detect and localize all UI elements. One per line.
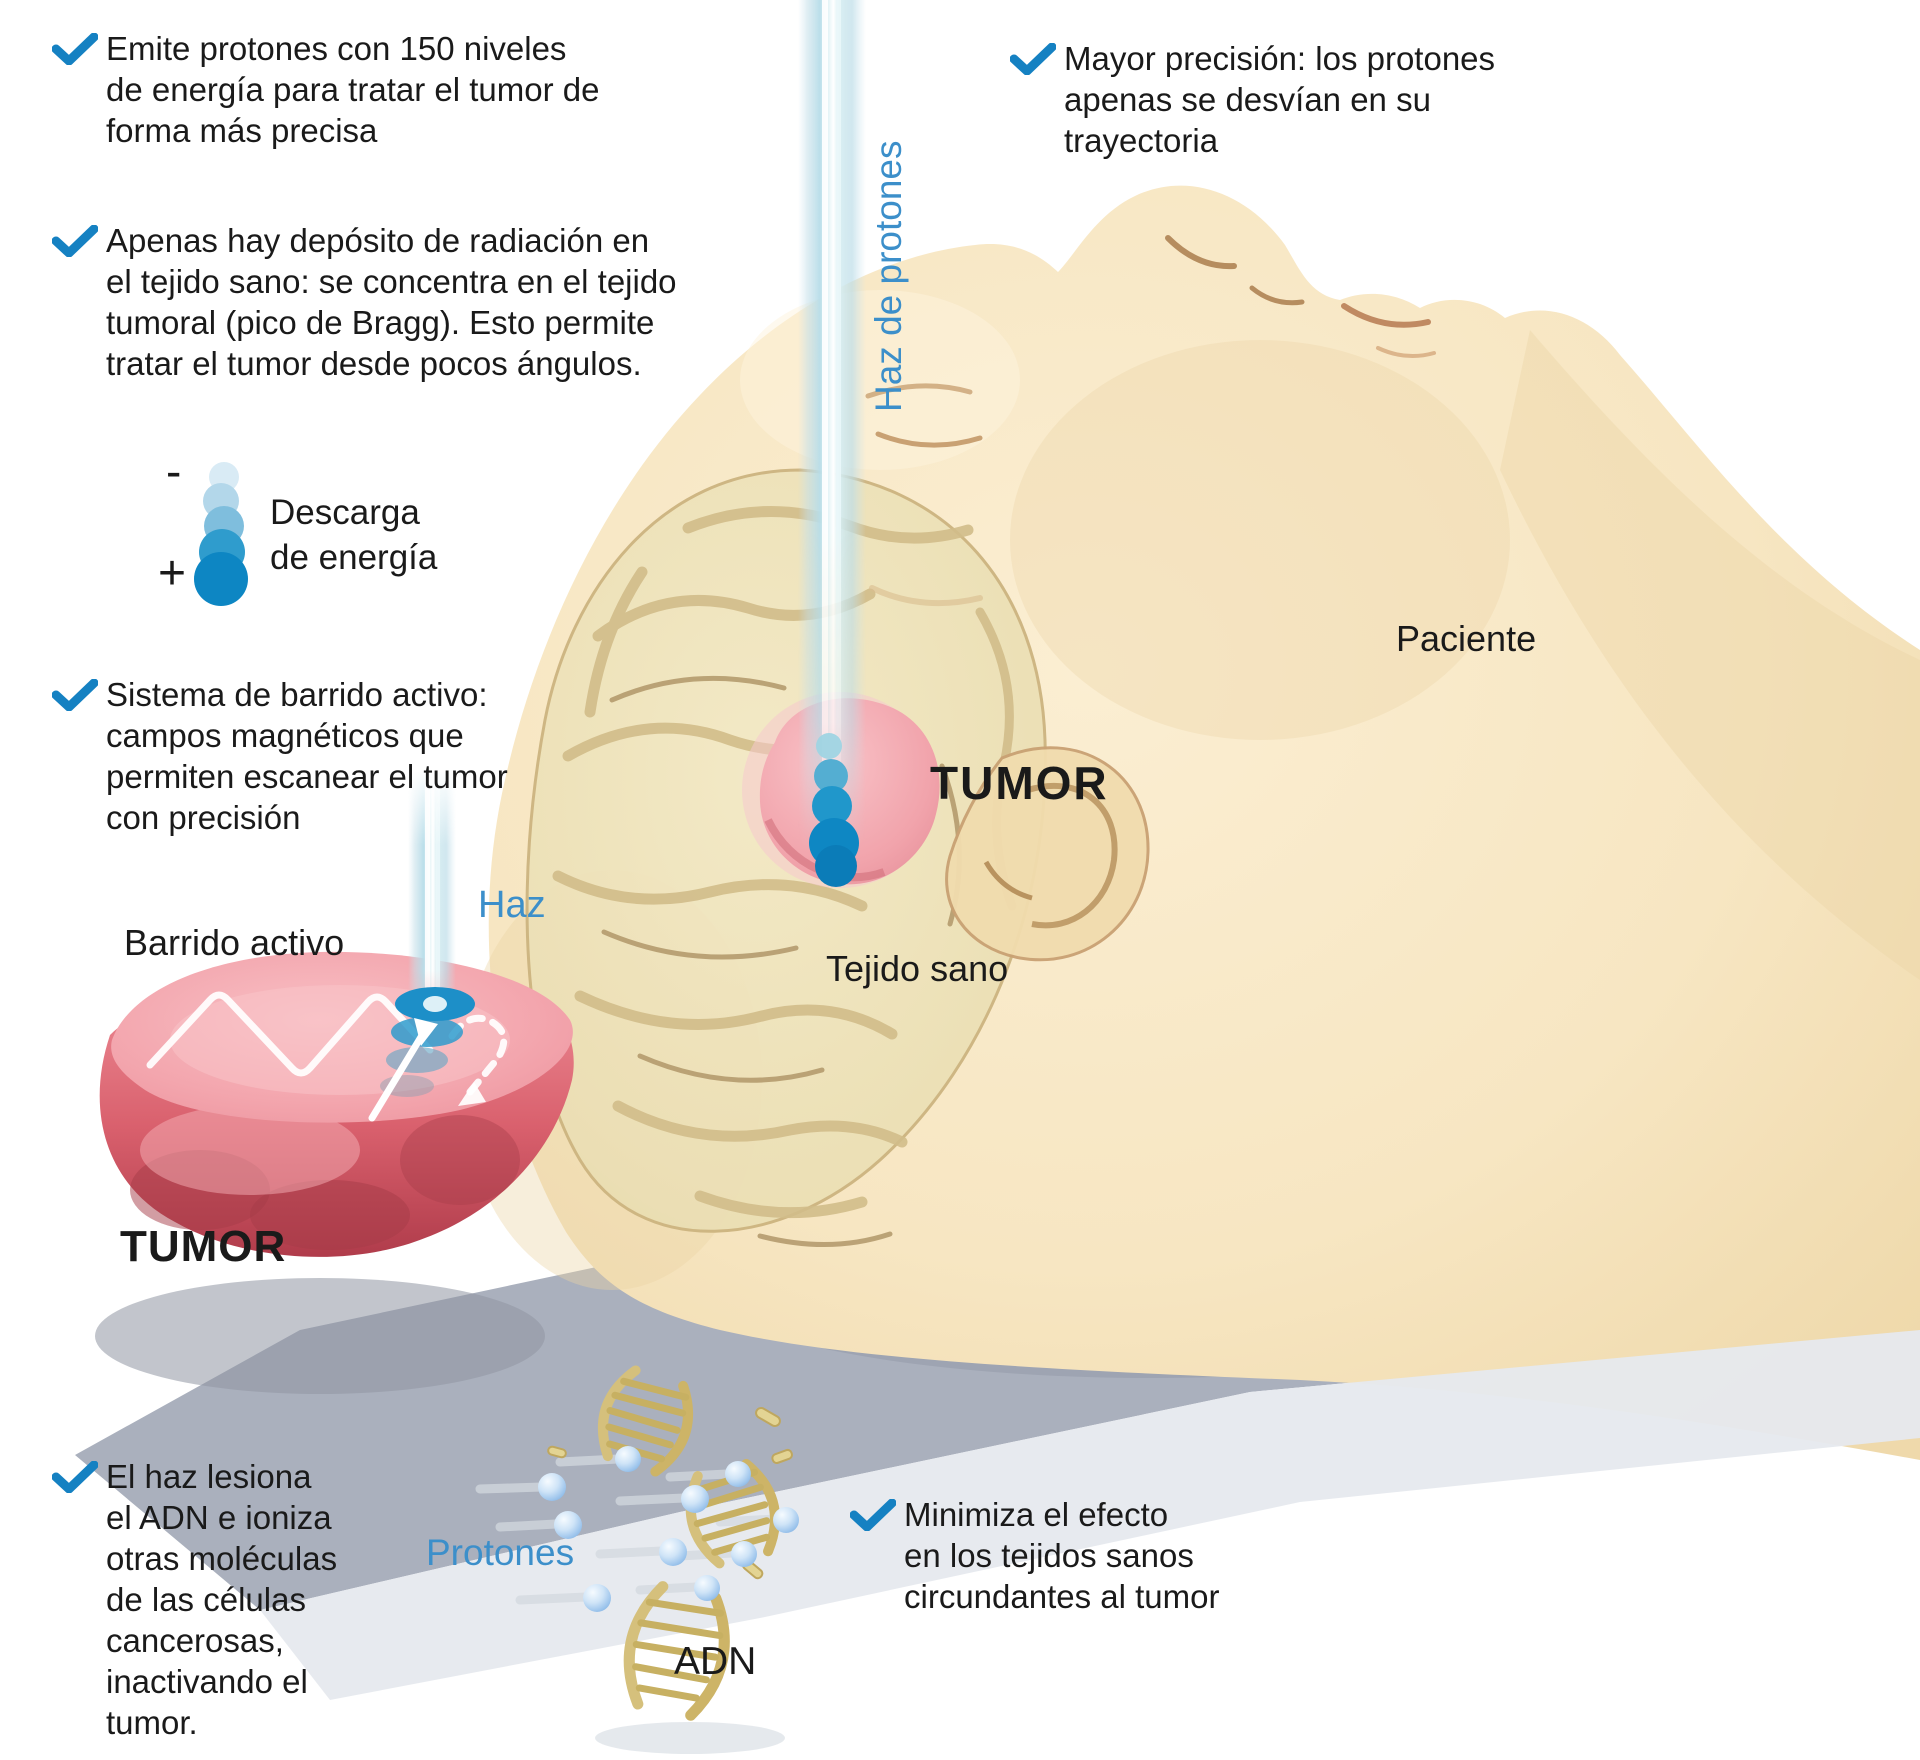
note-text-apenas: Apenas hay depósito de radiación en el t… [106,222,677,382]
nostril-line [1165,235,1237,270]
proton-beam-label: Haz de protones [868,140,909,412]
tumor-slab-shadow [95,1278,545,1394]
energy-discharge-label: Descarga de energía [270,493,438,577]
note-minimiza: Minimiza el efecto en los tejidos sanos … [850,1494,1290,1617]
nostril-line-2 [1249,285,1305,306]
protons-label: Protones [426,1532,575,1573]
check-icon [1010,43,1056,75]
dna-protons [475,1365,799,1754]
energy-dots-brain [809,733,859,887]
closed-eye-line [875,431,983,448]
note-mayor-precision: Mayor precisión: los protones apenas se … [1010,38,1570,161]
note-text-haz-lesiona: El haz lesiona el ADN e ioniza otras mol… [106,1458,338,1741]
dna-label: ADN [674,1640,757,1683]
check-icon [52,1461,98,1493]
lip-line [1341,303,1431,328]
energy-discharge-legend [194,462,248,606]
brow-line [865,383,973,399]
face-features [865,235,1436,607]
lower-lip-line [1376,346,1436,359]
ear [945,746,1150,962]
check-icon [850,1499,896,1531]
note-text-emite: Emite protones con 150 niveles de energí… [106,30,600,149]
scan-path-dashed [448,1014,508,1096]
note-haz-lesiona: El haz lesiona el ADN e ioniza otras mol… [52,1456,392,1743]
scan-arrow [368,1028,428,1122]
eyelid-shade [869,585,983,607]
tumor-slab-label: TUMOR [120,1222,287,1271]
mini-beam [408,772,456,1018]
note-text-sistema: Sistema de barrido activo: campos magnét… [106,676,508,836]
check-icon [52,679,98,711]
healthy-tissue-label: Tejido sano [826,948,1009,989]
energy-plus-label: + [158,547,187,600]
dna-debris [547,1407,793,1580]
mini-beam-label: Haz [478,884,546,926]
scan-rings [368,987,475,1122]
note-text-mayor: Mayor precisión: los protones apenas se … [1064,40,1496,159]
dashed-arrowhead [458,1082,486,1106]
active-scan-label: Barrido activo [124,922,345,963]
note-emite: Emite protones con 150 niveles de energí… [52,28,652,151]
note-sistema: Sistema de barrido activo: campos magnét… [52,674,572,838]
note-text-minimiza: Minimiza el efecto en los tejidos sanos … [904,1496,1220,1615]
check-icon [52,33,98,65]
proton-spheres [538,1446,799,1612]
patient-label: Paciente [1396,618,1537,659]
energy-minus-label: - [166,445,182,497]
dna-helix [547,1365,793,1721]
tumor-brain-label: TUMOR [930,757,1109,809]
proton-beam [798,0,866,850]
check-icon [52,225,98,257]
scan-arrowhead [414,1018,438,1046]
note-apenas: Apenas hay depósito de radiación en el t… [52,220,692,384]
scan-path [146,991,434,1077]
